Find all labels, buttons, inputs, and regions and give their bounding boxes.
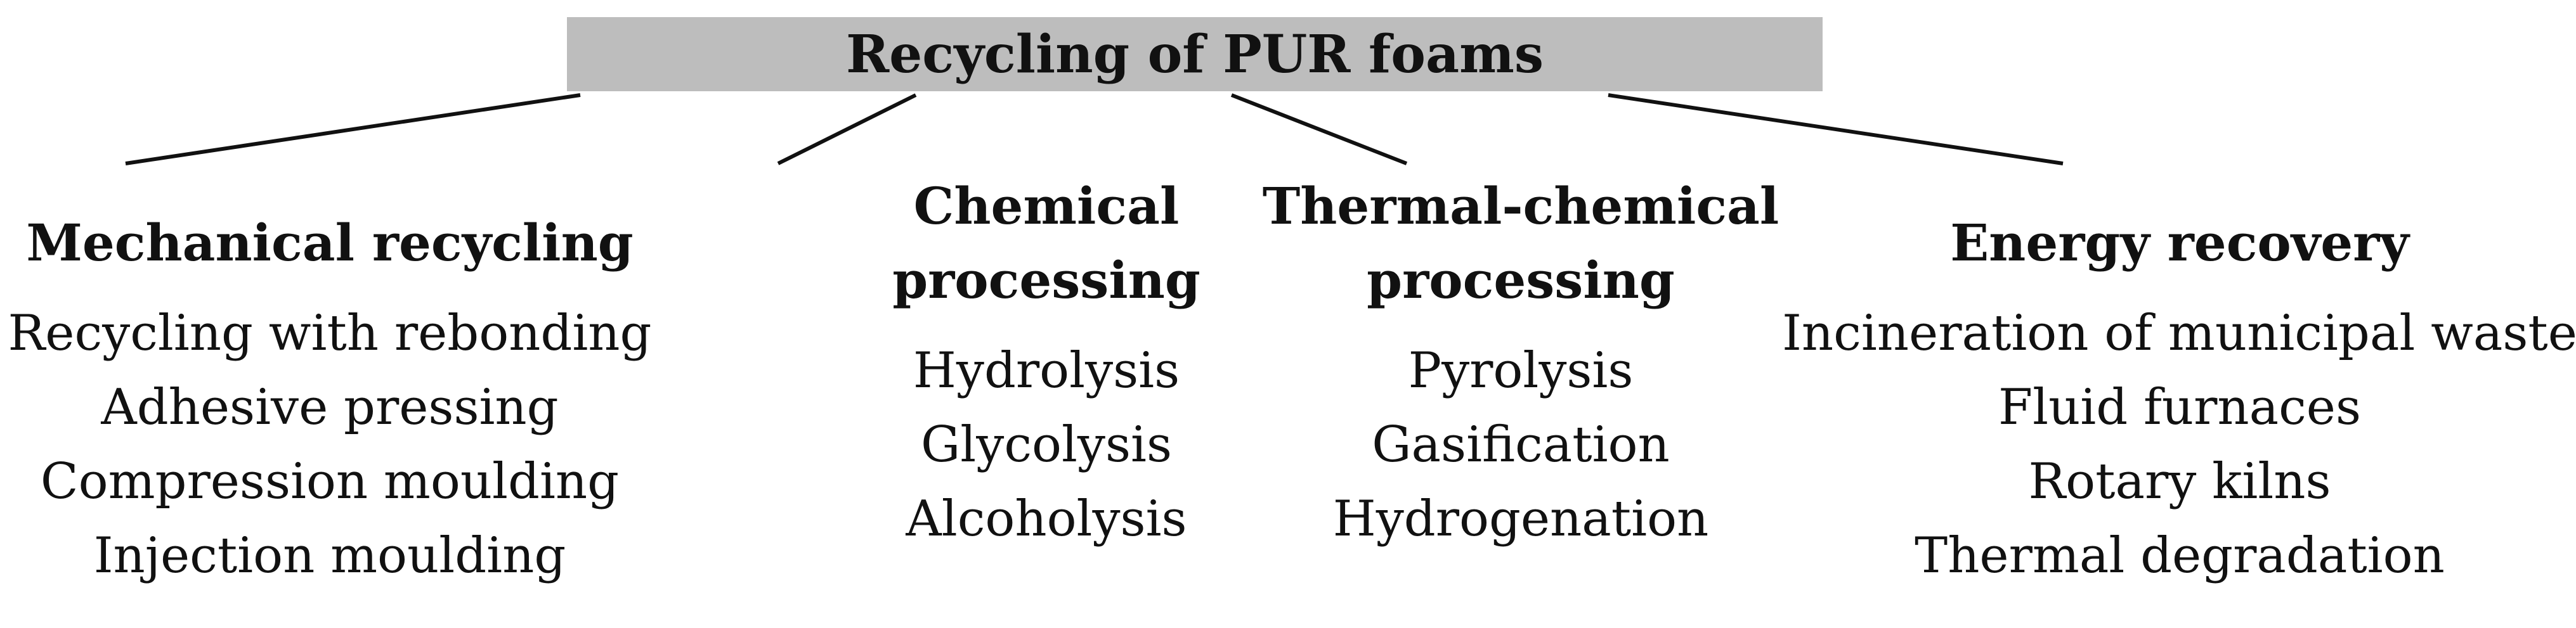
list-item: Gasification [1372, 416, 1670, 473]
connector-chemical [777, 93, 917, 165]
branch-title: Energy recovery [1782, 206, 2576, 280]
branch-title-line: Mechanical recycling [26, 213, 634, 272]
list-item: Injection moulding [93, 527, 566, 584]
branch-items: Recycling with rebonding Adhesive pressi… [8, 297, 652, 593]
list-item: Glycolysis [921, 416, 1172, 473]
list-item: Recycling with rebonding [8, 305, 652, 362]
branch-mechanical-recycling: Mechanical recycling Recycling with rebo… [8, 206, 652, 593]
branch-items: Hydrolysis Glycolysis Alcoholysis [892, 334, 1200, 556]
branch-energy-recovery: Energy recovery Incineration of municipa… [1782, 206, 2576, 593]
connector-thermal-chemical [1230, 93, 1408, 165]
list-item: Hydrogenation [1332, 490, 1709, 548]
list-item: Pyrolysis [1408, 342, 1634, 399]
branch-title-line: Chemical [913, 176, 1180, 236]
root-title: Recycling of PUR foams [845, 23, 1544, 85]
list-item: Thermal degradation [1915, 527, 2445, 584]
branch-chemical-processing: Chemical processing Hydrolysis Glycolysi… [892, 169, 1200, 556]
root-node: Recycling of PUR foams [567, 17, 1823, 91]
list-item: Adhesive pressing [101, 379, 559, 436]
branch-title-line: processing [892, 250, 1200, 310]
list-item: Hydrolysis [913, 342, 1180, 399]
branch-title-line: processing [1367, 250, 1675, 310]
connector-energy [1608, 93, 2064, 165]
list-item: Alcoholysis [906, 490, 1187, 548]
branch-title-line: Thermal-chemical [1262, 176, 1779, 236]
list-item: Incineration of municipal waste [1782, 305, 2576, 362]
branch-title: Chemical processing [892, 169, 1200, 317]
branch-items: Pyrolysis Gasification Hydrogenation [1263, 334, 1779, 556]
connector-mechanical [125, 93, 581, 165]
branch-items: Incineration of municipal waste Fluid fu… [1782, 297, 2576, 593]
branch-thermal-chemical-processing: Thermal-chemical processing Pyrolysis Ga… [1263, 169, 1779, 556]
branch-title: Thermal-chemical processing [1263, 169, 1779, 317]
branch-title-line: Energy recovery [1950, 213, 2409, 272]
branch-title: Mechanical recycling [8, 206, 652, 280]
list-item: Rotary kilns [2028, 453, 2331, 510]
list-item: Compression moulding [40, 453, 620, 510]
list-item: Fluid furnaces [1998, 379, 2361, 436]
